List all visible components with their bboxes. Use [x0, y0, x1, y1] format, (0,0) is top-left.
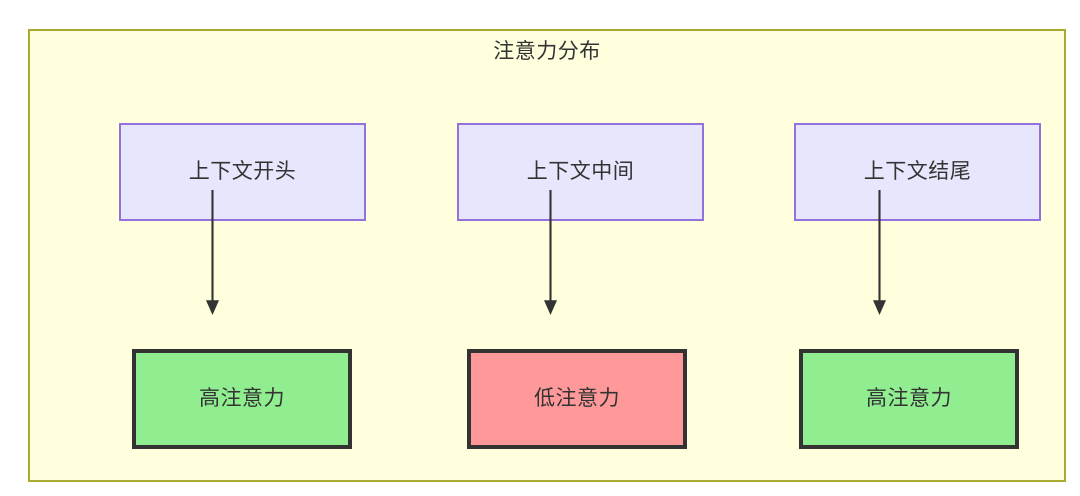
node-attention-high-end[interactable]: 高注意力 — [799, 349, 1019, 449]
node-context-middle[interactable]: 上下文中间 — [457, 123, 704, 221]
node-context-end-label: 上下文结尾 — [863, 160, 972, 183]
node-attention-high-start[interactable]: 高注意力 — [132, 349, 352, 449]
node-context-start[interactable]: 上下文开头 — [119, 123, 366, 221]
node-context-middle-label: 上下文中间 — [526, 160, 635, 183]
node-context-end[interactable]: 上下文结尾 — [794, 123, 1041, 221]
node-attention-low-middle[interactable]: 低注意力 — [467, 349, 687, 449]
subgraph-title: 注意力分布 — [493, 40, 601, 63]
node-context-start-label: 上下文开头 — [188, 160, 297, 183]
node-attention-low-middle-label: 低注意力 — [534, 387, 620, 410]
node-attention-high-end-label: 高注意力 — [866, 387, 952, 410]
attention-distribution-subgraph: 注意力分布 上下文开头 上下文中间 上下文结尾 高注意力 低注意力 高注意力 — [28, 29, 1066, 482]
node-attention-high-start-label: 高注意力 — [199, 387, 285, 410]
